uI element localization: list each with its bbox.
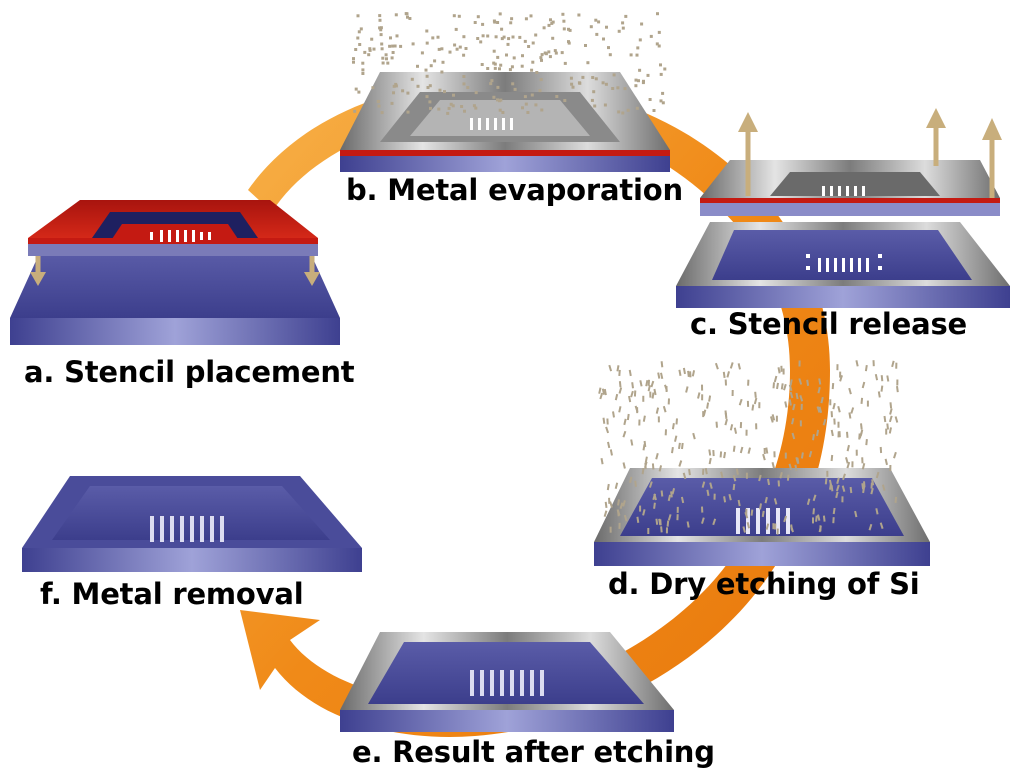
step-a-illustration: [10, 200, 340, 345]
cycle-arrow: [240, 81, 830, 737]
label-step-f: f. Metal removal: [40, 577, 304, 611]
label-step-e: e. Result after etching: [352, 735, 715, 769]
step-c-illustration: [676, 108, 1010, 308]
step-d-illustration: [594, 468, 930, 566]
etching-particles: [598, 360, 899, 535]
label-step-d: d. Dry etching of Si: [608, 567, 920, 601]
label-step-b: b. Metal evaporation: [346, 173, 683, 207]
step-f-illustration: [22, 476, 362, 572]
label-step-c: c. Stencil release: [690, 307, 968, 341]
label-step-a: a. Stencil placement: [24, 355, 355, 389]
step-b-illustration: [340, 72, 670, 172]
evaporation-particles: [352, 12, 667, 115]
step-e-illustration: [340, 632, 674, 732]
